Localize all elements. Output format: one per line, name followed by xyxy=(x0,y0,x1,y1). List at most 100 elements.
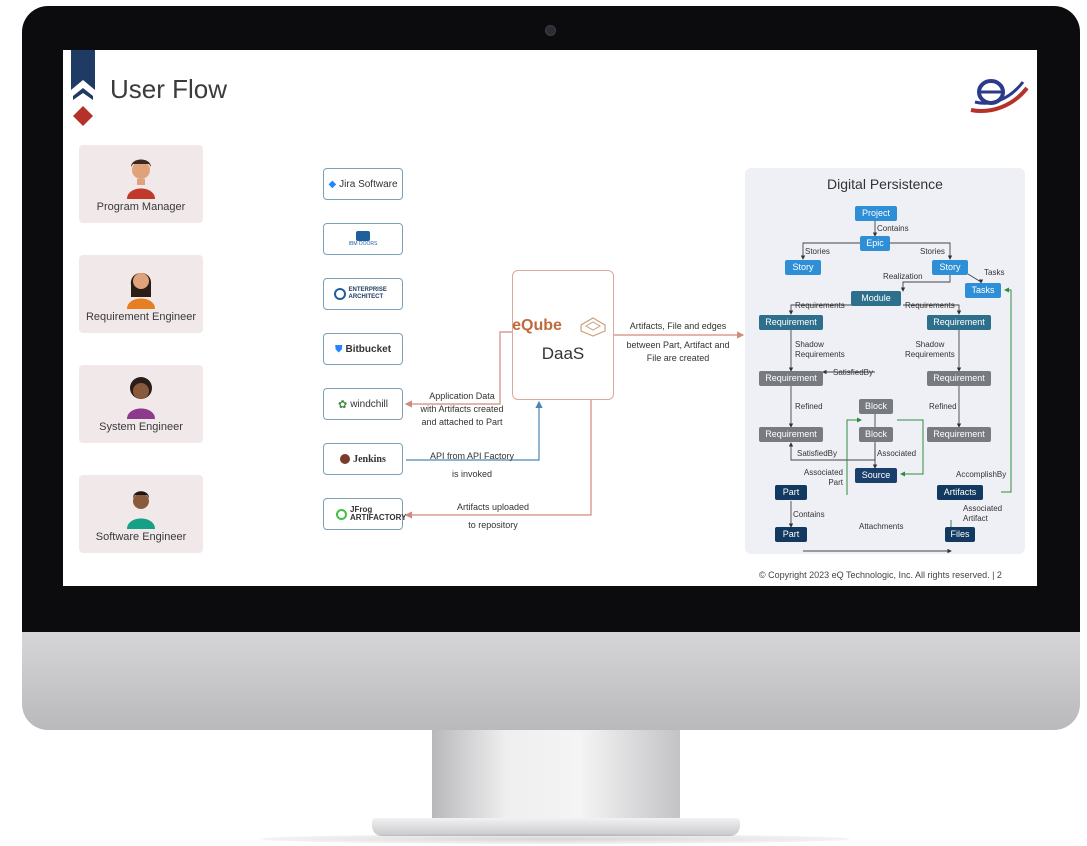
note-line: to repository xyxy=(468,520,518,530)
note-line: is invoked xyxy=(451,469,493,479)
tool-doors: IBM DOORS xyxy=(323,223,403,255)
requirement-engineer-avatar-icon xyxy=(127,273,155,309)
edge-label-satisfiedby-1: SatisfiedBy xyxy=(833,368,874,377)
daas-box: eQube DaaS xyxy=(512,270,614,400)
persona-label: Program Manager xyxy=(96,201,186,213)
tool-enterprise-architect: ENTERPRISE ARCHITECT xyxy=(323,278,403,310)
note-line: with Artifacts created xyxy=(420,404,504,414)
persona-requirement-engineer: Requirement Engineer xyxy=(79,255,203,333)
node-requirement-r2: Requirement xyxy=(927,371,991,386)
persona-system-engineer: System Engineer xyxy=(79,365,203,443)
monitor-chin xyxy=(22,632,1080,730)
note-line: Artifacts, File and edges xyxy=(629,321,727,331)
api-note: API from API Factory is invoked xyxy=(417,445,527,485)
node-story-left: Story xyxy=(785,260,821,275)
edge-label-associated-artifact: Associated Artifact xyxy=(963,504,1002,524)
node-module: Module xyxy=(851,291,901,306)
edge-label-shadow-right: Shadow Requirements xyxy=(905,340,955,360)
edge-label-line: Shadow xyxy=(915,340,945,349)
note-line: Artifacts uploaded xyxy=(456,502,530,512)
tool-label: Jenkins xyxy=(353,453,386,465)
edge-label-line: Associated xyxy=(963,504,1003,513)
eqube-cube-icon xyxy=(580,317,606,337)
slide-screen: User Flow Program Manager Requirement En… xyxy=(63,50,1037,586)
tool-label: Bitbucket xyxy=(345,343,392,355)
doors-icon xyxy=(356,231,370,241)
output-note: Artifacts, File and edges between Part, … xyxy=(616,320,740,365)
persona-software-engineer: Software Engineer xyxy=(79,475,203,553)
tool-label: windchill xyxy=(350,398,388,410)
note-line: API from API Factory xyxy=(429,451,515,461)
note-line: File are created xyxy=(646,353,710,363)
edge-label-attachments: Attachments xyxy=(859,522,904,531)
persona-program-manager: Program Manager xyxy=(79,145,203,223)
daas-name: DaaS xyxy=(541,344,585,363)
note-line: and attached to Part xyxy=(421,417,503,427)
node-epic: Epic xyxy=(860,236,890,251)
node-requirement-l3: Requirement xyxy=(759,427,823,442)
ribbon-icon xyxy=(71,50,95,126)
edge-label-line: Requirements xyxy=(905,350,955,359)
node-story-right: Story xyxy=(932,260,968,275)
jenkins-icon xyxy=(340,454,351,464)
persona-label: System Engineer xyxy=(99,421,183,433)
page-title: User Flow xyxy=(110,74,228,104)
node-project: Project xyxy=(855,206,897,221)
artifactory-icon xyxy=(336,508,347,520)
edge-label-associated: Associated xyxy=(877,449,917,458)
edge-label-accomplishby: AccomplishBy xyxy=(956,470,1007,479)
node-part-1: Part xyxy=(775,485,807,500)
edge-label-realization: Realization xyxy=(883,272,923,281)
enterprise-architect-icon xyxy=(333,288,346,300)
edge-label-satisfiedby-2: SatisfiedBy xyxy=(797,449,838,458)
persona-label: Software Engineer xyxy=(95,531,187,543)
node-block-1: Block xyxy=(859,399,893,414)
edge-label-stories-right: Stories xyxy=(920,247,945,256)
edge-label-contains: Contains xyxy=(877,224,909,233)
monitor-stand-foot xyxy=(372,818,740,836)
node-files: Files xyxy=(945,527,975,542)
node-requirement-r1: Requirement xyxy=(927,315,991,330)
note-line: Application Data xyxy=(429,391,495,401)
edge-label-line: Artifact xyxy=(963,514,988,523)
edge-label-line: Shadow xyxy=(795,340,824,349)
digital-persistence-title: Digital Persistence xyxy=(827,176,943,192)
camera-icon xyxy=(545,25,556,36)
edge-label-line: Associated xyxy=(803,468,843,477)
edge-label-refined-right: Refined xyxy=(929,402,957,411)
node-requirement-r3: Requirement xyxy=(927,427,991,442)
persistence-edges xyxy=(788,221,1012,554)
tool-windchill: ✿ windchill xyxy=(323,388,403,420)
tool-bitbucket: ⛊ Bitbucket xyxy=(323,333,403,365)
tool-jenkins: Jenkins xyxy=(323,443,403,475)
edge-label-line: Requirements xyxy=(795,350,845,359)
node-artifacts: Artifacts xyxy=(937,485,983,500)
tool-label: JFrog ARTIFACTORY xyxy=(350,505,407,522)
tool-jira: ◆ Jira Software xyxy=(323,168,403,200)
edge-label-stories-left: Stories xyxy=(805,247,830,256)
node-part-2: Part xyxy=(775,527,807,542)
app-data-note: Application Data with Artifacts created … xyxy=(407,390,517,429)
jira-icon: ◆ xyxy=(328,178,337,190)
note-line: between Part, Artifact and xyxy=(626,340,730,350)
daas-brand: eQube xyxy=(512,317,562,334)
tool-label: IBM DOORS xyxy=(348,241,378,247)
tool-label: Jira Software xyxy=(339,178,398,190)
copyright-footer: © Copyright 2023 eQ Technologic, Inc. Al… xyxy=(759,570,1002,580)
edge-label-contains-2: Contains xyxy=(793,510,825,519)
node-source: Source xyxy=(855,468,897,483)
flow-arrows xyxy=(404,331,745,519)
node-requirement-l2: Requirement xyxy=(759,371,823,386)
program-manager-avatar-icon xyxy=(127,159,155,199)
monitor-shadow xyxy=(260,834,850,844)
software-engineer-avatar-icon xyxy=(127,491,155,529)
upload-note: Artifacts uploaded to repository xyxy=(443,498,543,534)
bitbucket-icon: ⛊ xyxy=(334,343,343,355)
edge-label-tasks: Tasks xyxy=(984,268,1005,277)
edge-label-associated-part: Associated Part xyxy=(803,468,843,488)
windchill-icon: ✿ xyxy=(337,398,348,411)
persona-label: Requirement Engineer xyxy=(85,311,197,323)
node-requirement-l1: Requirement xyxy=(759,315,823,330)
eq-logo-icon xyxy=(970,79,1029,113)
node-block-2: Block xyxy=(859,427,893,442)
